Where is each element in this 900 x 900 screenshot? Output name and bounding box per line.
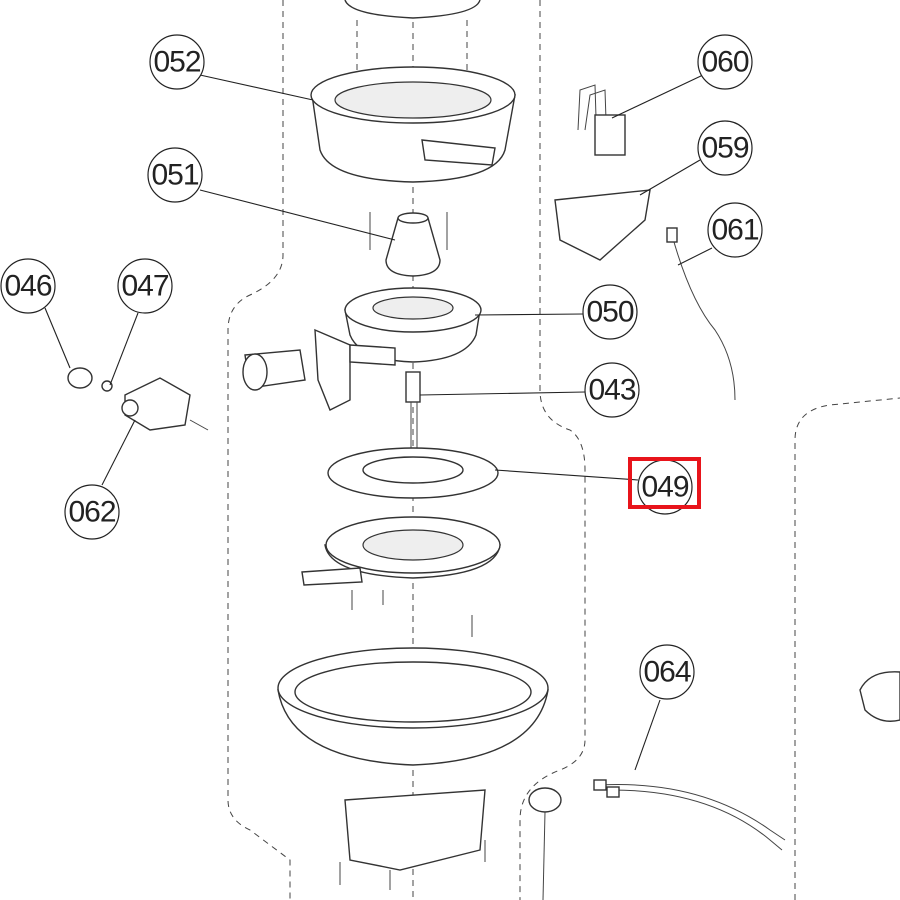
callout-label: 059 [701,132,748,165]
callout-060[interactable]: 060 [697,34,753,90]
top-ring-part [344,0,481,19]
callout-050[interactable]: 050 [582,284,638,340]
callout-label: 046 [4,270,51,303]
callout-label: 050 [586,296,633,329]
part-049-gasket [327,447,499,499]
part-mounting-plate [301,516,501,637]
part-046-fitting [67,367,93,389]
callout-label: 061 [711,214,758,247]
dashed-enclosure-far-right [794,397,900,900]
callout-046[interactable]: 046 [0,258,56,314]
part-047-o-ring [101,380,113,392]
part-thermostat [528,787,562,900]
callout-062[interactable]: 062 [64,484,120,540]
callout-label: 052 [153,46,200,79]
part-combustion-bowl [277,647,549,766]
part-052-burner-cap [310,66,516,183]
part-062-valve [121,377,209,431]
callout-label: 043 [588,374,635,407]
callout-label: 051 [151,159,198,192]
dashed-enclosure-right [519,0,586,900]
callout-064[interactable]: 064 [639,644,695,700]
highlight-box-049 [628,457,701,509]
callout-049[interactable]: 049 [637,459,693,515]
part-bottom-bracket [339,789,486,890]
callout-061[interactable]: 061 [707,202,763,258]
callout-label: 064 [643,656,690,689]
part-060-electrode [577,84,626,156]
leader-lines [44,74,713,771]
callout-059[interactable]: 059 [697,120,753,176]
part-partial-right [859,671,900,722]
part-064-wire-harness [593,779,786,851]
callout-051[interactable]: 051 [147,147,203,203]
dashed-enclosure-main [227,0,291,900]
callout-label: 047 [121,270,168,303]
callout-043[interactable]: 043 [584,362,640,418]
callout-047[interactable]: 047 [117,258,173,314]
callout-label: 062 [68,496,115,529]
callout-label: 060 [701,46,748,79]
callout-label: 049 [641,471,688,504]
part-051-burner-nozzle [369,212,448,277]
callout-052[interactable]: 052 [149,34,205,90]
part-inlet-pipe [242,328,396,411]
part-059-bracket [554,189,651,261]
part-061-wire [671,234,736,401]
